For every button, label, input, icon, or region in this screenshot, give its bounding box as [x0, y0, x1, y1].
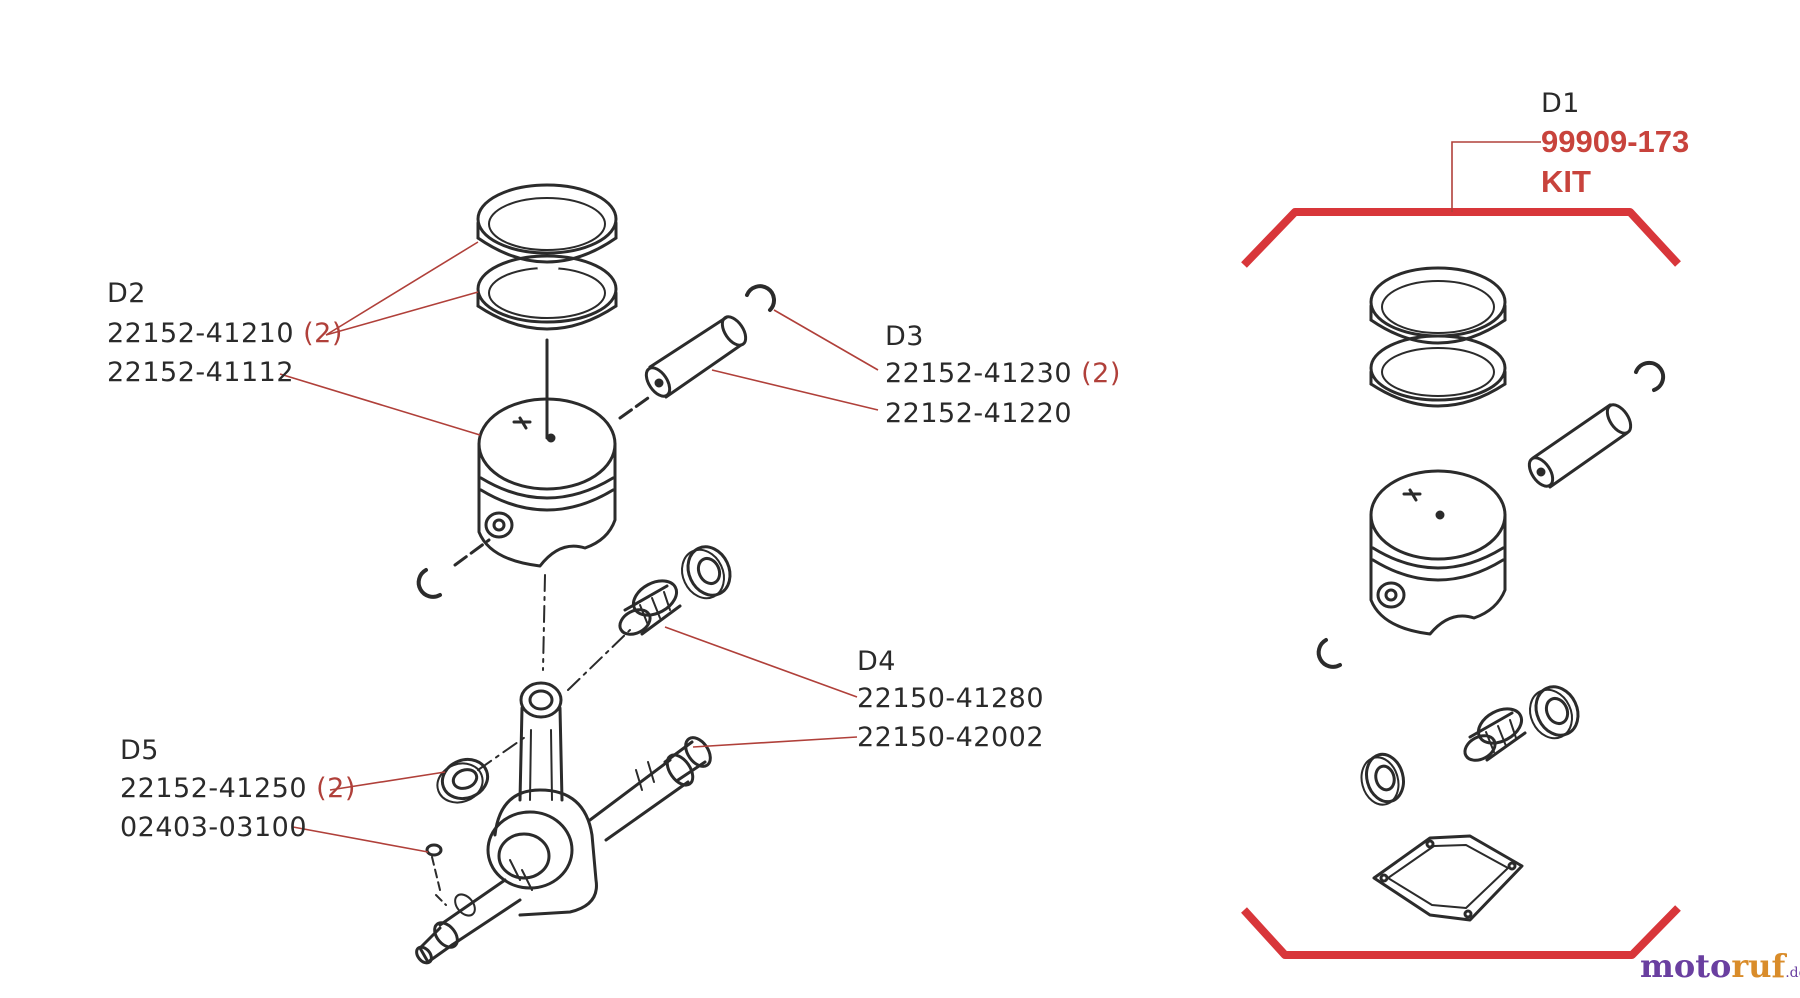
part-number: 22152-41230 [885, 358, 1073, 389]
part-number-row: 22152-41230 (2) [885, 360, 1121, 387]
kit-piston-rings [1369, 266, 1507, 408]
watermark-logo: motoruf.de [1640, 950, 1800, 982]
watermark-suffix: .de [1785, 965, 1800, 981]
needle-bearing [618, 579, 682, 636]
kit-gasket [1372, 834, 1524, 922]
oil-seal-top [681, 545, 732, 600]
kit-oil-seal-left [1360, 752, 1405, 806]
circlip-top [745, 284, 776, 312]
kit-oil-seal-right [1529, 685, 1580, 740]
woodruff-key [425, 843, 447, 906]
part-number: 22150-42002 [857, 722, 1045, 753]
kit-piston [1369, 469, 1507, 636]
part-number-row: 22152-41112 [107, 359, 294, 386]
kit-name: KIT [1541, 164, 1591, 199]
part-number-row: 22152-41220 [885, 400, 1072, 427]
crankshaft-assembly [415, 681, 712, 965]
part-quantity: (2) [1081, 358, 1121, 389]
part-quantity: (2) [316, 773, 356, 804]
watermark-part1: moto [1640, 947, 1732, 985]
part-number: 02403-03100 [120, 812, 308, 843]
part-number-row: 22150-41280 [857, 685, 1044, 712]
part-number: 22152-41250 [120, 773, 308, 804]
part-number: 22152-41210 [107, 318, 295, 349]
watermark-part2: ruf [1731, 947, 1786, 985]
part-number: 22150-41280 [857, 683, 1045, 714]
part-quantity: (2) [303, 318, 343, 349]
group-label-d3: D3 [885, 321, 924, 352]
part-number-row: 22152-41250 (2) [120, 775, 356, 802]
part-number-row: 02403-03100 [120, 814, 307, 841]
piston [477, 397, 617, 568]
kit-part-number: 99909-173 [1541, 124, 1690, 159]
circlip-left [416, 568, 442, 599]
group-label-d5: D5 [120, 735, 159, 766]
part-number-row: 22150-42002 [857, 724, 1044, 751]
oil-seal-left [436, 757, 490, 804]
kit-circlip-left [1316, 638, 1342, 669]
group-label-d4: D4 [857, 646, 896, 677]
kit-circlip-top [1634, 360, 1666, 392]
group-label-d1: D1 [1541, 88, 1580, 119]
kit-needle-bearing [1463, 707, 1527, 762]
wrist-pin [618, 315, 748, 420]
part-number: 22152-41112 [107, 357, 295, 388]
part-number: 22152-41220 [885, 398, 1073, 429]
kit-bracket [1241, 208, 1681, 959]
group-label-d2: D2 [107, 278, 146, 309]
part-number-row: 22152-41210 (2) [107, 320, 343, 347]
kit-wrist-pin [1527, 403, 1633, 489]
piston-rings [476, 183, 618, 341]
leader-lines [279, 141, 1541, 853]
